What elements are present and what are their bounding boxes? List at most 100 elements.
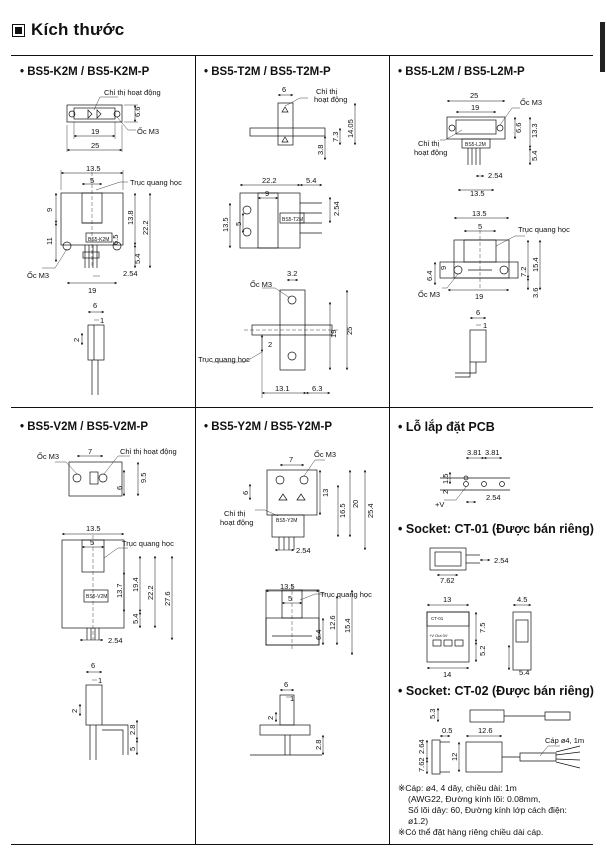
k2m-dim: 19 [88,286,96,295]
t2m-dim: 3.8 [316,145,325,155]
ct02-dim: 7.62 [417,757,426,772]
t2m-dim: 2.54 [332,201,341,216]
v2m-dim: 13.5 [86,524,101,533]
k2m-dim: 2 [72,338,81,342]
section-title-y2m: • BS5-Y2M / BS5-Y2M-P [204,421,333,433]
v2m-side-view [78,670,139,760]
t2m-model-label: BS5-T2M [282,217,303,223]
square-bullet-icon [12,23,25,37]
grid-divider [389,56,390,844]
v2m-truc-label: Trục quang học [122,539,174,548]
k2m-dim: 6.5 [111,235,120,245]
ct01-dim: 7.5 [478,623,487,633]
l2m-dim: 25 [470,91,478,100]
v2m-dim: 5 [128,747,137,751]
v2m-dim: 1 [98,676,102,685]
l2m-dim: 19 [475,292,483,301]
t2m-dim: 13.5 [221,217,230,232]
ct02-dim: 5.3 [428,709,437,719]
v2m-oc-m3-label: Ốc M3 [37,451,59,461]
k2m-model-label: BS5-K2M [88,237,109,243]
k2m-dim: 5.4 [133,254,142,264]
ct01-dim: 7.62 [440,576,455,585]
note-line: ※Cáp: ø4, 4 dây, chiều dài: 1m [398,783,517,793]
pcb-dim: 1.5 [441,474,450,484]
l2m-dim: 2.54 [488,171,503,180]
k2m-dim: 9 [45,208,54,212]
k2m-truc-label: Trục quang học [130,178,182,187]
dimension-grid [11,55,593,845]
pcb-dim: 2.54 [486,493,501,502]
y2m-front-view [265,585,354,656]
t2m-dim: 7.3 [331,132,340,142]
l2m-top-view [440,99,532,192]
k2m-dim: 1 [100,316,104,325]
t2m-dim: 5 [234,222,243,226]
v2m-front-view [61,532,174,642]
k2m-oc-m3-label: Ốc M3 [137,126,159,136]
t2m-top-view [228,183,332,249]
v2m-dim: 9.5 [139,473,148,483]
ct01-pin-label: +V Out 0V [429,633,448,638]
l2m-dim: 5.4 [530,151,539,161]
t2m-dim: 13.1 [275,384,290,393]
l2m-dim: 9 [439,266,448,270]
t2m-dim: 19 [329,330,338,338]
k2m-front-view [42,170,152,285]
y2m-side-view [250,688,325,756]
k2m-chi-thi-label: Chỉ thị hoạt động [104,88,161,97]
l2m-dim: 6.6 [514,123,523,133]
t2m-dim: 5.4 [306,176,316,185]
l2m-truc-label: Trục quang học [518,225,570,234]
k2m-dim: 22.2 [141,220,150,235]
page-edge-marker [600,22,605,72]
y2m-dim: 12.6 [328,615,337,630]
l2m-front-view [433,216,542,292]
t2m-truc-label: Trục quang học [198,355,250,364]
v2m-dim: 19.4 [131,577,140,592]
t2m-dim: 25 [345,327,354,335]
l2m-dim: 3.6 [531,288,540,298]
pcb-vplus-label: +V [435,500,444,509]
k2m-dim: 25 [91,141,99,150]
t2m-dim: 14.05 [346,119,355,138]
t2m-chi-thi-label: Chỉ thị [316,87,338,96]
t2m-dim: 6 [282,85,286,94]
t2m-oc-m3-label: Ốc M3 [250,279,272,289]
ct01-dim: 14 [443,670,451,679]
t2m-dim: 9 [265,189,269,198]
t2m-dim: 2 [268,340,272,349]
k2m-dim: 11 [45,237,54,245]
t2m-side-view [249,93,357,161]
k2m-side-view [80,310,105,395]
y2m-dim: 16.5 [338,503,347,518]
ct01-dim: 13 [443,595,451,604]
t2m-dim: 22.2 [262,176,277,185]
k2m-dim: 19 [91,127,99,136]
l2m-dim: 7.2 [519,267,528,277]
l2m-model-label: BS5-L2M [465,142,486,148]
t2m-dim: 3.2 [287,269,297,278]
grid-divider [11,407,593,408]
l2m-chi-thi-label-2: hoạt động [414,148,447,157]
l2m-dim: 13.5 [472,209,487,218]
ct01-drawing [426,547,532,671]
k2m-top-view [66,96,138,152]
ct02-cable-label: Cáp ø4, 1m [545,736,584,745]
pcb-dim: 3.81 [485,448,500,457]
t2m-front-view [212,278,349,398]
l2m-dim: 6.4 [425,271,434,281]
v2m-top-view [55,454,140,497]
cable-notes: ※Cáp: ø4, 4 dây, chiều dài: 1m (AWG22, Đ… [398,783,598,838]
grid-divider [195,56,196,844]
k2m-dim: 5 [90,176,94,185]
y2m-dim: 13 [321,489,330,497]
note-line: (AWG22, Đường kính lõi: 0.08mm, [408,794,541,804]
v2m-dim: 6 [115,486,124,490]
y2m-dim: 15.4 [343,618,352,633]
l2m-dim: 6 [476,308,480,317]
section-title-t2m: • BS5-T2M / BS5-T2M-P [204,66,331,78]
v2m-dim: 2.54 [108,636,123,645]
